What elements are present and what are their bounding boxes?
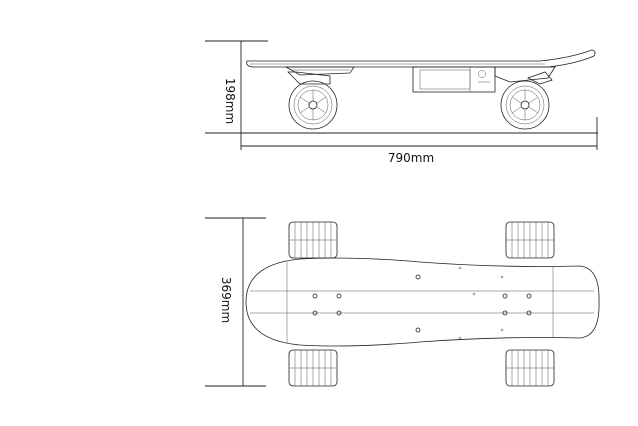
side-view: 198mm 790mm [205, 40, 598, 165]
battery-box-side [412, 66, 496, 93]
wheel-rear-left-top [505, 221, 555, 259]
front-truck-side [284, 66, 355, 85]
mounting-holes [312, 266, 532, 340]
rear-wheel-side [500, 80, 550, 130]
height-label: 198mm [223, 78, 237, 124]
wheel-front-right-top [288, 349, 338, 387]
deck-top [245, 257, 600, 347]
wheel-rear-right-top [505, 349, 555, 387]
wheel-front-left-top [288, 221, 338, 259]
top-view: 369mm [205, 217, 600, 387]
rear-truck-side [494, 66, 556, 85]
length-label: 790mm [388, 151, 434, 165]
front-wheel-side [288, 80, 338, 130]
deck-side [246, 49, 596, 68]
width-label: 369mm [219, 277, 233, 323]
